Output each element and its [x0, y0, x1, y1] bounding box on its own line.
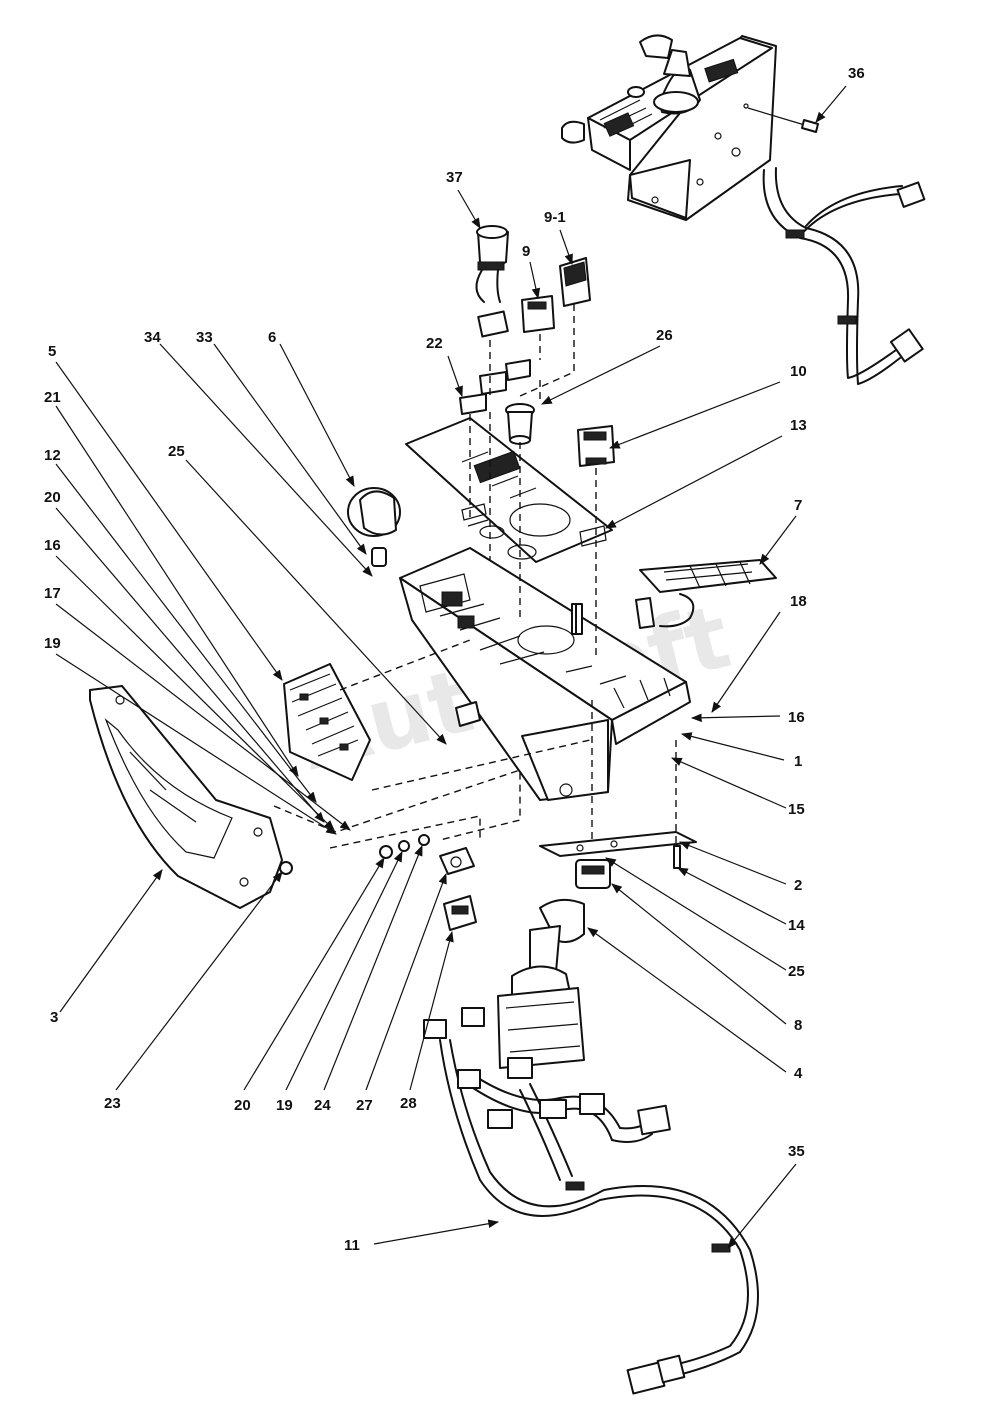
callout-37: 37 [446, 169, 463, 186]
callout-26: 26 [656, 327, 673, 344]
callout-11: 11 [344, 1237, 360, 1254]
control-box-assembly [561, 34, 926, 385]
callout-13: 13 [790, 417, 807, 434]
callout-17: 17 [44, 585, 61, 602]
callout-10: 10 [790, 363, 807, 380]
callout-20-upper: 20 [44, 489, 61, 506]
callout-6: 6 [268, 329, 276, 346]
callout-16-right: 16 [788, 709, 805, 726]
keypad-assembly [635, 559, 777, 629]
callout-34: 34 [144, 329, 161, 346]
callout-35: 35 [788, 1143, 805, 1160]
mount-plate-and-hardware [379, 603, 697, 931]
callout-5: 5 [48, 343, 56, 360]
callout-3: 3 [50, 1009, 58, 1026]
callout-12: 12 [44, 447, 61, 464]
callout-9: 9 [522, 243, 530, 260]
lamp-and-clip [347, 487, 401, 567]
callout-36: 36 [848, 65, 865, 82]
callout-2: 2 [794, 877, 802, 894]
callout-leaders [55, 85, 847, 1249]
callout-15: 15 [788, 801, 805, 818]
face-plate [405, 417, 613, 563]
callout-19-upper: 19 [44, 635, 61, 652]
callout-22: 22 [426, 335, 443, 352]
callout-27: 27 [356, 1097, 373, 1114]
joystick [497, 898, 585, 1069]
callout-25-lower: 25 [788, 963, 805, 980]
switch-components [459, 225, 615, 467]
callout-28: 28 [400, 1095, 417, 1112]
callout-21: 21 [44, 389, 61, 406]
callout-16-upper: 16 [44, 537, 61, 554]
callout-4: 4 [794, 1065, 803, 1082]
callout-7: 7 [794, 497, 802, 514]
callout-8: 8 [794, 1017, 802, 1034]
callout-14: 14 [788, 917, 805, 934]
callout-18: 18 [790, 593, 807, 610]
callout-24: 24 [314, 1097, 331, 1114]
wiring-harness [423, 1007, 759, 1395]
callout-23: 23 [104, 1095, 121, 1112]
callout-labels: 36 37 9-1 9 5 34 33 6 22 26 10 21 12 25 … [44, 65, 865, 1254]
bezel-cover [89, 685, 293, 909]
callout-19-lower: 19 [276, 1097, 293, 1114]
console-housing [399, 547, 691, 801]
control-module [283, 663, 371, 781]
callout-20-lower: 20 [234, 1097, 251, 1114]
callout-25-upper: 25 [168, 443, 185, 460]
callout-1: 1 [794, 753, 802, 770]
callout-9-1: 9-1 [544, 209, 566, 226]
callout-33: 33 [196, 329, 213, 346]
